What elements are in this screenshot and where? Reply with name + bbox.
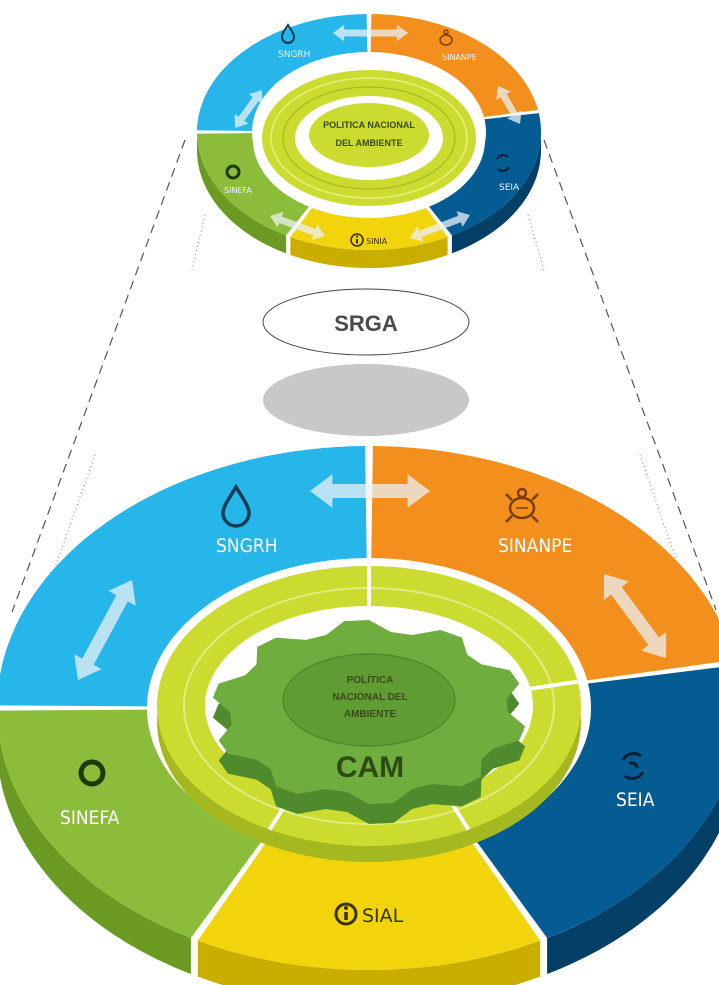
- left-connector-line: [11, 139, 186, 613]
- srga-label: SRGA: [334, 311, 398, 336]
- bottom-sinia-segment: [197, 841, 541, 970]
- right-connector-line: [543, 139, 717, 611]
- top-sinanpe-label: SINANPE: [442, 53, 477, 62]
- top-info-icon: [350, 233, 364, 247]
- top-center-text-line-2: DEL AMBIENTE: [335, 138, 402, 148]
- seia-label: SEIA: [616, 789, 655, 811]
- cam-gear: [212, 620, 526, 824]
- seia-segment-label: SEIA: [616, 752, 655, 811]
- sinia-segment-label: SIAL: [334, 902, 404, 927]
- bottom-center-text-line-2: NACIONAL DEL: [332, 692, 407, 703]
- top-sinanpe-seia-arrow: [496, 86, 522, 124]
- top-sinefa-side: [197, 133, 287, 254]
- swirl-icon: [621, 752, 645, 780]
- sinefa-label: SINEFA: [60, 807, 120, 829]
- sngrh-segment-label: SNGRH: [216, 483, 278, 557]
- connector-lines: [11, 139, 717, 613]
- left-dotted-line: [191, 214, 206, 271]
- sinanpe-label: SINANPE: [498, 535, 572, 557]
- dotted-guide-lines: [39, 214, 691, 611]
- gear-hub: [282, 653, 456, 747]
- top-sinefa-sngrh-arrow: [234, 90, 263, 128]
- bottom-seia-segment: [475, 667, 719, 938]
- top-seia-segment: [425, 113, 541, 236]
- srga-shadow-ellipse: [263, 364, 469, 436]
- sngrh-label: SNGRH: [216, 535, 278, 557]
- top-system-ring: [197, 14, 541, 268]
- bottom-center-text-line-3: AMBIENTE: [344, 709, 397, 720]
- top-sinia-label: SINIA: [366, 237, 388, 246]
- top-labels: SNGRH SINANPE SEIA SINIA SINEFA: [224, 23, 520, 247]
- top-sinefa-segment: [197, 133, 313, 236]
- bottom-sinia-side: [197, 940, 541, 985]
- ring-icon: [78, 759, 106, 787]
- inner-ring-divider: [530, 679, 579, 691]
- top-swirl-icon: [496, 154, 510, 172]
- sial-label: SIAL: [362, 905, 404, 927]
- sinefa-sngrh-arrow: [74, 580, 136, 680]
- water-drop-icon: [221, 483, 251, 528]
- turtle-icon: [505, 487, 539, 523]
- bottom-seia-side: [547, 796, 719, 974]
- sinanpe-seia-arrow: [603, 574, 667, 658]
- bottom-labels: SNGRH SINANPE SEIA: [60, 483, 655, 927]
- top-sinia-seia-arrow: [410, 211, 470, 242]
- top-sinia-side: [290, 237, 448, 268]
- top-turtle-icon: [439, 29, 453, 46]
- cam-label: CAM: [336, 751, 404, 784]
- top-center-text-line-1: POLITICA NACIONAL: [323, 120, 415, 130]
- top-center-hub: POLITICA NACIONAL DEL AMBIENTE: [253, 62, 485, 218]
- top-sngrh-segment: [197, 14, 368, 131]
- flow-arrows: [74, 24, 667, 680]
- sinefa-segment-label: SINEFA: [60, 759, 120, 829]
- top-sinefa-sinia-arrow: [270, 211, 325, 241]
- bottom-sinefa-side: [0, 741, 191, 974]
- top-water-drop-icon: [280, 23, 296, 44]
- top-ring-icon: [225, 164, 241, 180]
- info-icon: [334, 902, 358, 926]
- top-sngrh-sinanpe-arrow: [333, 24, 408, 42]
- bottom-center-text-line-1: POLÍTICA: [347, 673, 394, 686]
- top-sinanpe-segment: [370, 14, 538, 117]
- top-sinefa-label: SINEFA: [224, 186, 252, 195]
- right-bottom-dotted-line: [639, 454, 691, 601]
- bottom-sinefa-segment: [0, 709, 263, 938]
- sinanpe-segment-label: SINANPE: [498, 487, 572, 557]
- top-sinia-segment: [290, 203, 448, 250]
- top-seia-label: SEIA: [499, 183, 520, 193]
- bottom-center-text: POLÍTICA NACIONAL DEL AMBIENTE CAM: [332, 673, 407, 784]
- top-seia-side: [451, 132, 541, 254]
- srga-oval: [262, 288, 470, 356]
- sngrh-sinanpe-arrow: [310, 474, 430, 508]
- right-dotted-line: [527, 214, 545, 271]
- top-sngrh-label: SNGRH: [278, 50, 310, 60]
- srga-group: SRGA: [262, 288, 470, 436]
